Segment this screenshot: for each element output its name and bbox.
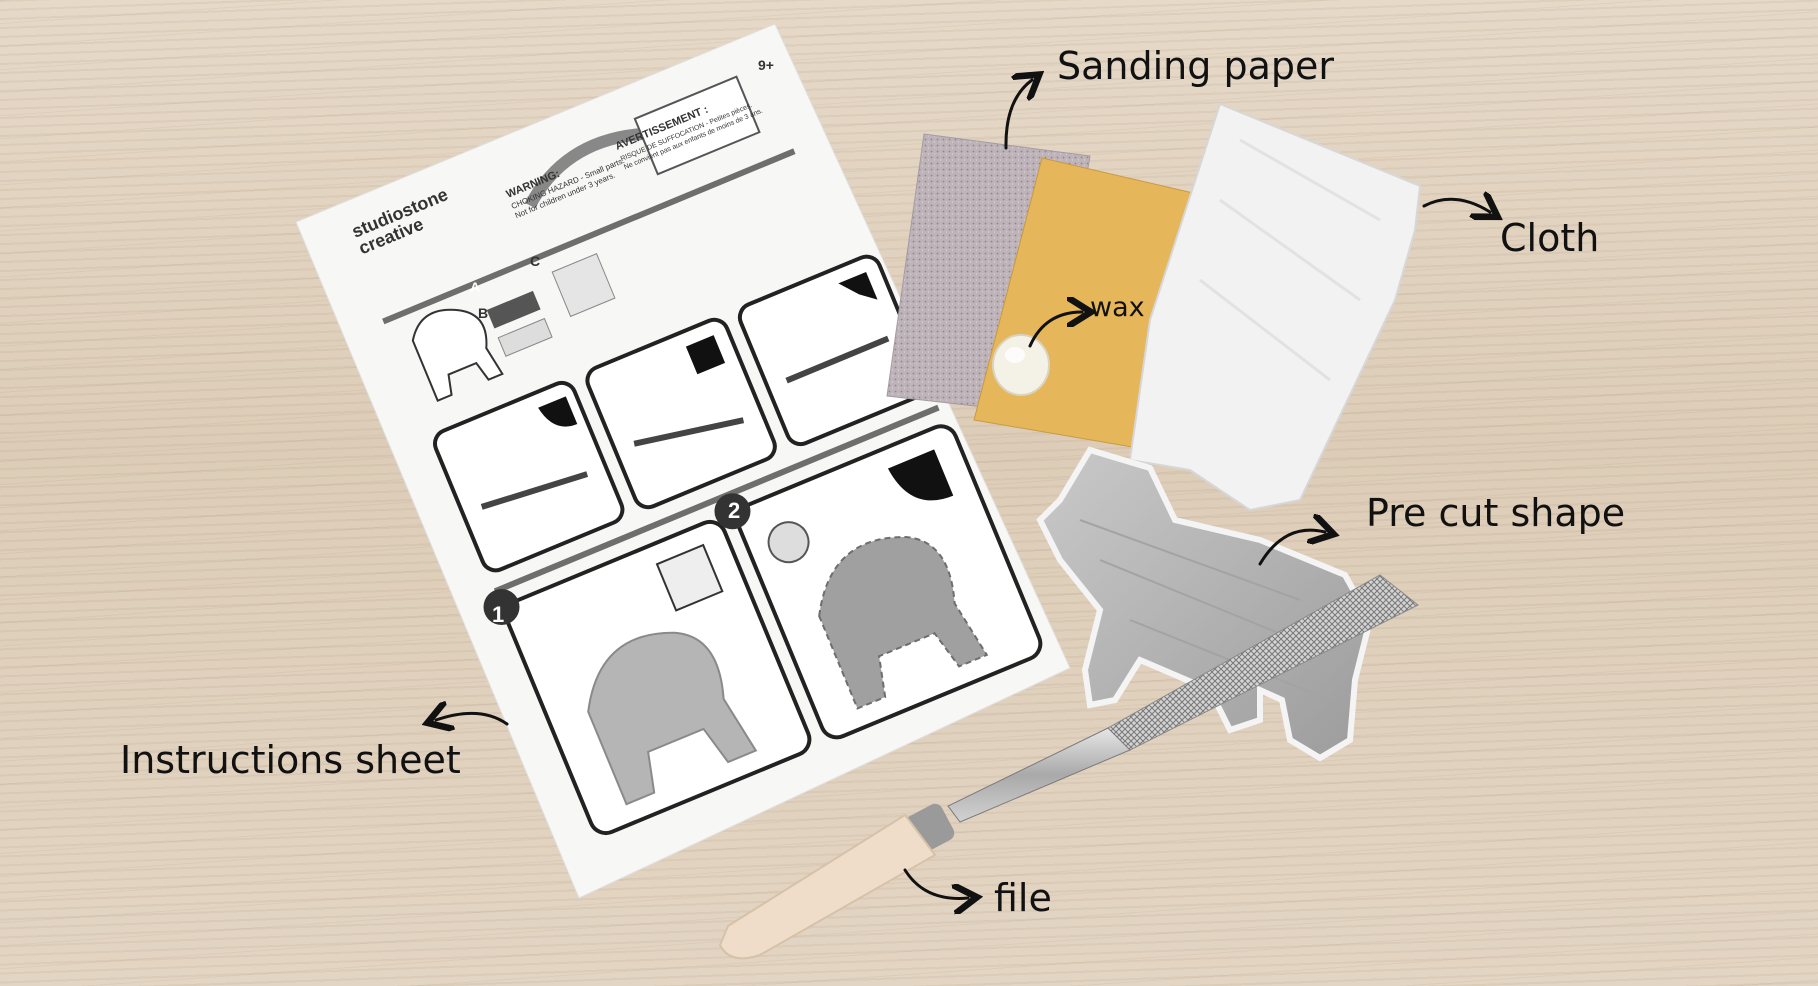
sheet-step-1: 1 [492, 602, 504, 627]
arrow-wax [1028, 312, 1082, 348]
sheet-part-c: C [530, 253, 540, 269]
sheet-part-a: A [470, 279, 480, 295]
label-instructions-sheet: Instructions sheet [120, 738, 461, 782]
sheet-step-2: 2 [728, 498, 740, 523]
arrow-sanding-paper [1004, 80, 1032, 150]
arrow-pre-cut-shape [1258, 530, 1325, 566]
instructions-sheet: studiostone creative WARNING: CHOKING HA… [295, 23, 1071, 899]
label-sanding-paper: Sanding paper [1057, 44, 1334, 88]
label-cloth: Cloth [1500, 216, 1600, 260]
wax-piece [992, 334, 1050, 396]
pre-cut-shape [1036, 446, 1374, 762]
arrow-cloth [1422, 199, 1490, 212]
file-tool [718, 574, 1419, 960]
cloth [1128, 102, 1422, 512]
label-wax: wax [1090, 292, 1145, 323]
arrow-file [903, 868, 968, 898]
arrow-instructions-sheet [436, 713, 509, 724]
sheet-part-b: B [478, 305, 488, 321]
sheet-age: 9+ [758, 57, 774, 73]
label-file: file [994, 876, 1052, 920]
annotation-arrows [436, 80, 1490, 898]
label-pre-cut-shape: Pre cut shape [1366, 491, 1626, 535]
